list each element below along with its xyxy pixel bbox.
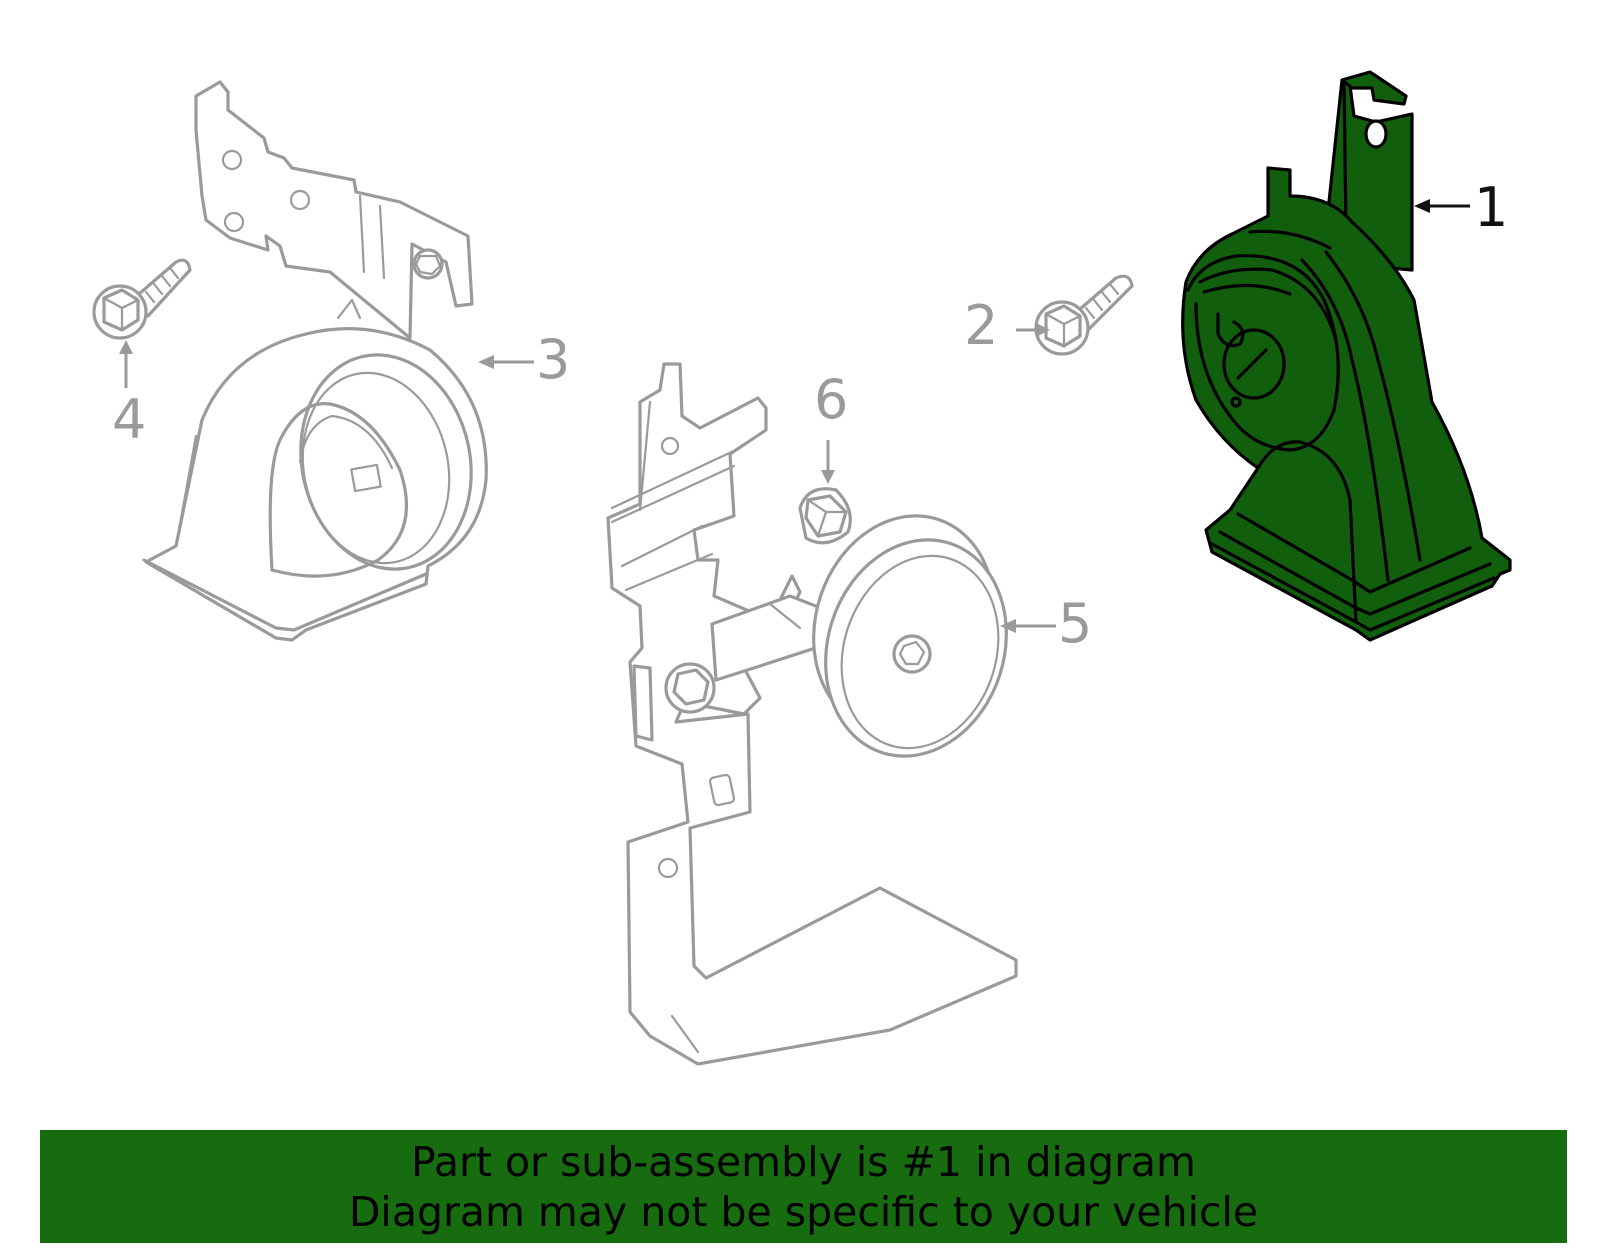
part-6-nut: [798, 487, 852, 545]
callout-4: 4: [112, 388, 146, 451]
callout-arrows: [119, 199, 1470, 633]
callout-3: 3: [536, 328, 570, 391]
part-2-bolt: [1034, 274, 1134, 356]
callout-1: 1: [1474, 176, 1508, 239]
part-3-horn-with-bracket: [142, 80, 488, 642]
callout-2: 2: [964, 294, 998, 357]
callout-5: 5: [1058, 592, 1092, 655]
part-4-bolt: [92, 258, 192, 340]
part-1-horn-highlighted: [1181, 70, 1512, 642]
callout-labels: 1 2 3 4 5 6: [112, 176, 1508, 655]
banner-line-disclaimer: Diagram may not be specific to your vehi…: [348, 1187, 1259, 1236]
part-5-horn-with-bracket: [606, 362, 1018, 1066]
banner-line-part-number: Part or sub-assembly is #1 in diagram: [411, 1137, 1196, 1186]
callout-6: 6: [814, 368, 848, 431]
info-banner: Part or sub-assembly is #1 in diagram Di…: [40, 1130, 1567, 1243]
